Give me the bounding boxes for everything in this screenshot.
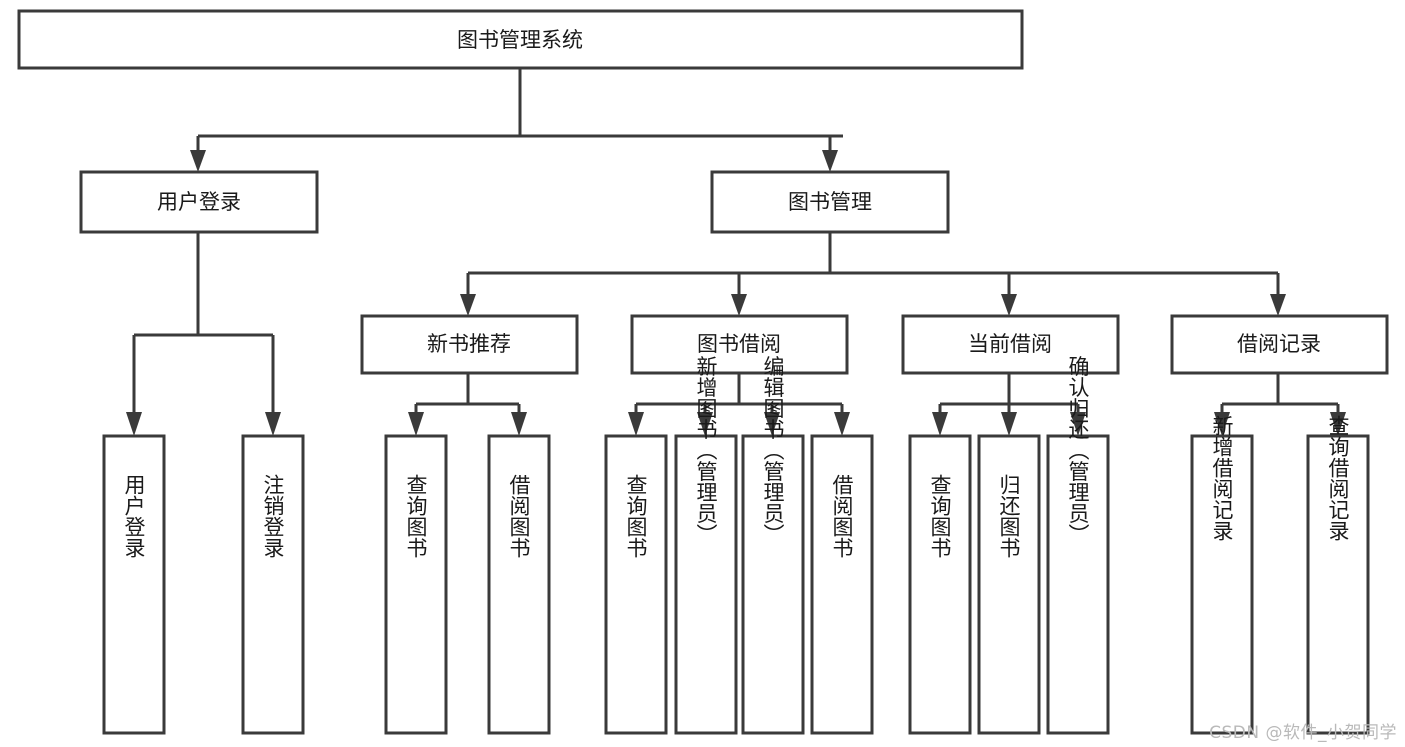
leaf-book-borrow-3[interactable]: 编辑图书（管理员） bbox=[741, 356, 805, 735]
leaf-current-borrow-2[interactable]: 归还图书 bbox=[977, 434, 1041, 735]
connector-root-to-level2 bbox=[190, 68, 843, 172]
node-borrow-record[interactable]: 借阅记录 bbox=[1170, 314, 1389, 375]
leaf-book-borrow-4[interactable]: 借阅图书 bbox=[810, 434, 874, 735]
leaf-book-borrow-3-label: 编辑图书（管理员） bbox=[761, 356, 785, 545]
leaf-book-borrow-1[interactable]: 查询图书 bbox=[604, 434, 668, 735]
node-root[interactable]: 图书管理系统 bbox=[17, 9, 1024, 70]
node-current-borrow-label: 当前借阅 bbox=[968, 332, 1052, 356]
leaf-current-borrow-2-label: 归还图书 bbox=[997, 474, 1021, 558]
leaf-current-borrow-3-label: 确认归还（管理员） bbox=[1066, 356, 1090, 545]
connector-borrowrecord-to-leaves bbox=[1214, 373, 1346, 436]
node-user-login[interactable]: 用户登录 bbox=[79, 170, 319, 234]
leaf-book-borrow-1-label: 查询图书 bbox=[624, 474, 648, 558]
leaf-book-borrow-4-label: 借阅图书 bbox=[830, 474, 854, 558]
node-new-book-recommend-label: 新书推荐 bbox=[427, 332, 511, 356]
leaf-new-book-2-label: 借阅图书 bbox=[507, 474, 531, 558]
node-book-management[interactable]: 图书管理 bbox=[710, 170, 950, 234]
leaf-borrow-record-1[interactable]: 新增借阅记录 bbox=[1190, 415, 1254, 735]
leaf-current-borrow-3[interactable]: 确认归还（管理员） bbox=[1046, 356, 1110, 735]
leaf-current-borrow-1-label: 查询图书 bbox=[928, 474, 952, 558]
leaf-borrow-record-1-label: 新增借阅记录 bbox=[1210, 415, 1234, 541]
node-user-login-label: 用户登录 bbox=[157, 190, 241, 214]
leaf-borrow-record-2[interactable]: 查询借阅记录 bbox=[1306, 415, 1370, 735]
watermark: CSDN @软件_小贺同学 bbox=[1209, 723, 1397, 743]
leaf-user-login-2-label: 注销登录 bbox=[261, 474, 285, 558]
leaf-current-borrow-1[interactable]: 查询图书 bbox=[908, 434, 972, 735]
leaf-user-login-2[interactable]: 注销登录 bbox=[241, 434, 305, 735]
leaf-new-book-1-label: 查询图书 bbox=[404, 474, 428, 558]
leaf-borrow-record-2-label: 查询借阅记录 bbox=[1326, 415, 1350, 541]
connector-userlogin-to-leaves bbox=[126, 232, 281, 436]
node-borrow-record-label: 借阅记录 bbox=[1237, 332, 1321, 356]
leaf-user-login-1-label: 用户登录 bbox=[122, 474, 146, 558]
leaf-new-book-1[interactable]: 查询图书 bbox=[384, 434, 448, 735]
node-book-borrow[interactable]: 图书借阅 bbox=[630, 314, 849, 375]
leaf-book-borrow-2[interactable]: 新增图书（管理员） bbox=[674, 356, 738, 735]
node-new-book-recommend[interactable]: 新书推荐 bbox=[360, 314, 579, 375]
leaf-book-borrow-2-label: 新增图书（管理员） bbox=[694, 356, 718, 545]
connector-newbook-to-leaves bbox=[408, 373, 527, 436]
connector-bookmgmt-to-level3 bbox=[460, 232, 1286, 316]
node-current-borrow[interactable]: 当前借阅 bbox=[901, 314, 1120, 375]
connector-currentborrow-to-leaves bbox=[932, 373, 1086, 436]
node-root-label: 图书管理系统 bbox=[457, 28, 583, 52]
leaf-user-login-1[interactable]: 用户登录 bbox=[102, 434, 166, 735]
node-book-management-label: 图书管理 bbox=[788, 190, 872, 214]
node-book-borrow-label: 图书借阅 bbox=[697, 332, 781, 356]
connector-bookborrow-to-leaves bbox=[628, 373, 850, 436]
leaf-new-book-2[interactable]: 借阅图书 bbox=[487, 434, 551, 735]
